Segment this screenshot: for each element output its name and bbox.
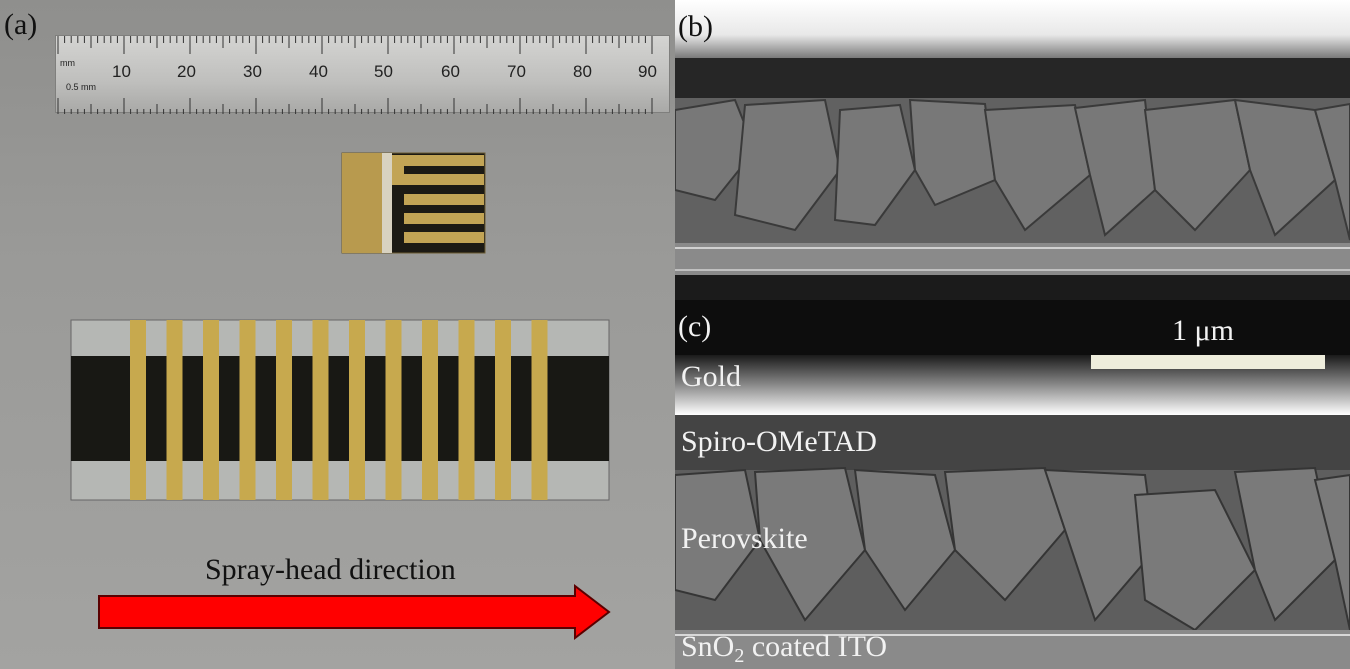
sem-image-b	[675, 0, 1350, 300]
panel-b-sem: (b)	[675, 0, 1350, 300]
ruler-number: 50	[374, 62, 393, 81]
arrow-label: Spray-head direction	[205, 553, 456, 586]
small-sample	[341, 152, 486, 254]
ruler-number: 30	[243, 62, 262, 81]
ruler-ticks	[57, 36, 653, 114]
ruler-number: 80	[573, 62, 592, 81]
layer-label-etl-prefix: SnO	[681, 630, 735, 663]
layer-label-etl-subscript: 2	[734, 645, 745, 667]
ruler-unit-half-mm: 0.5 mm	[66, 82, 97, 92]
panel-c-label: (c)	[678, 310, 712, 343]
panel-a-photo: (a) mm 0.5 mm 10 20 30 40 50 60 70 80 90	[0, 0, 675, 669]
ruler-number: 10	[112, 62, 131, 81]
ruler-number: 90	[638, 62, 657, 81]
panel-a-label: (a)	[4, 8, 38, 41]
layer-label-spiro: Spiro-OMeTAD	[681, 425, 877, 458]
scale-bar-label: 1 μm	[1172, 314, 1234, 347]
ruler-unit-mm: mm	[60, 58, 75, 68]
layer-label-perovskite: Perovskite	[681, 522, 808, 555]
spray-direction-arrow	[98, 584, 611, 641]
layer-label-etl-suffix: coated ITO	[744, 630, 888, 663]
ruler-number: 60	[441, 62, 460, 81]
layer-label-etl: SnO2 coated ITO	[681, 630, 887, 668]
large-sample	[70, 319, 610, 501]
panel-c-sem: (c) 1 μm Gold Spiro-OMeTAD Perovskite Sn…	[675, 300, 1350, 669]
layer-label-gold: Gold	[681, 360, 741, 393]
scale-bar	[1091, 355, 1325, 369]
ruler-number: 40	[309, 62, 328, 81]
ruler-number: 70	[507, 62, 526, 81]
panel-b-label: (b)	[678, 10, 713, 43]
ruler-number: 20	[177, 62, 196, 81]
ruler: mm 0.5 mm 10 20 30 40 50 60 70 80 90	[55, 35, 670, 114]
